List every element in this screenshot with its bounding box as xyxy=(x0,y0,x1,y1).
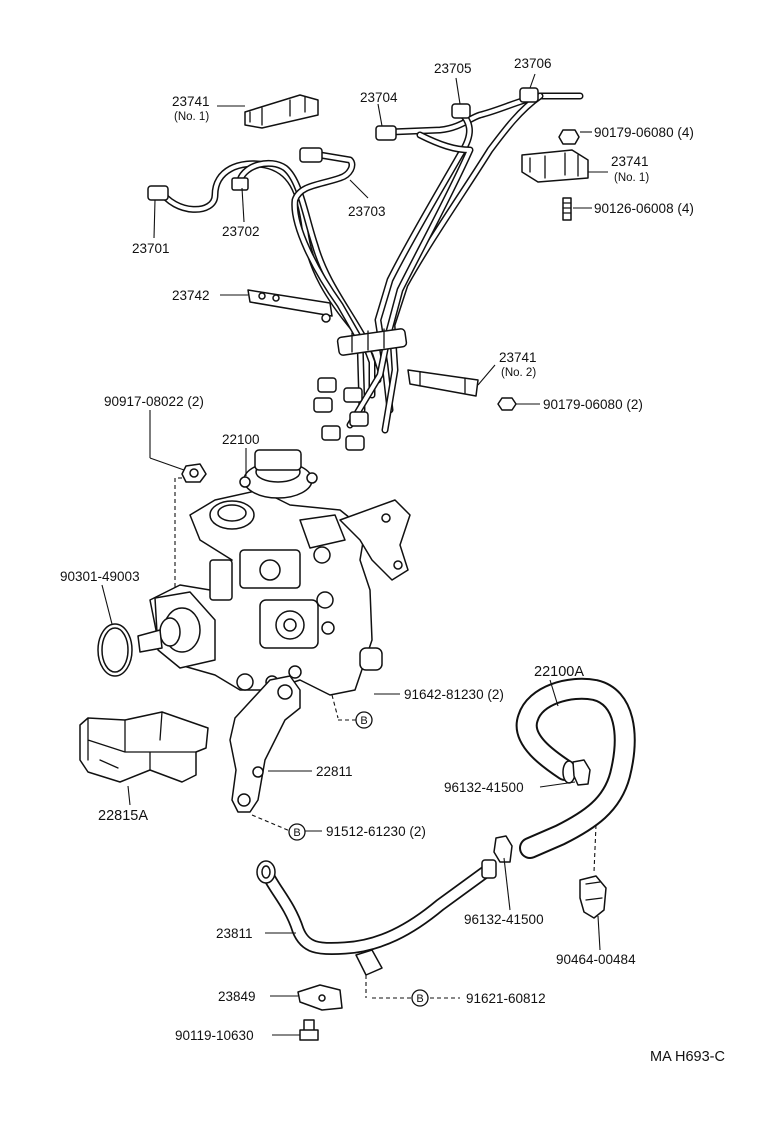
marker-b2-text: B xyxy=(293,827,300,839)
label-91642-81230-2: 91642-81230 (2) xyxy=(404,687,504,702)
label-23811: 23811 xyxy=(216,926,253,941)
nut-90179-06080-2 xyxy=(497,397,517,411)
label-23702: 23702 xyxy=(222,224,260,239)
o-ring-90301-49003 xyxy=(97,623,133,677)
marker-b1: B xyxy=(355,711,373,729)
clip-96132-41500-b xyxy=(493,835,513,863)
label-90917-08022-2: 90917-08022 (2) xyxy=(104,394,204,409)
injection-pump-22100 xyxy=(137,449,411,696)
grommet-90917-08022 xyxy=(181,463,207,483)
label-91621-60812: 91621-60812 xyxy=(466,991,546,1006)
tube-23811 xyxy=(256,859,497,976)
nut-90179-06080-4 xyxy=(558,129,580,145)
label-90179-06080-2: 90179-06080 (2) xyxy=(543,397,643,412)
pipe-fitting-23701 xyxy=(147,185,169,201)
label-23741-no1-top: 23741 xyxy=(172,94,210,109)
label-90126-06008-4: 90126-06008 (4) xyxy=(594,201,694,216)
label-23741-no1-right: 23741 xyxy=(611,154,649,169)
clip-96132-41500-a xyxy=(572,759,591,786)
bolt-90126-06008-4 xyxy=(562,197,572,221)
injection-pipe-bundle xyxy=(156,92,584,434)
label-23741-no1-right-note: (No. 1) xyxy=(614,172,649,184)
label-96132-41500-b: 96132-41500 xyxy=(464,912,544,927)
bolt-90119-10630 xyxy=(299,1019,319,1041)
clamp-23742 xyxy=(247,289,333,323)
label-96132-41500-a: 96132-41500 xyxy=(444,780,524,795)
leader-lines xyxy=(101,73,608,1036)
label-22815A: 22815A xyxy=(98,808,148,824)
bracket-22815A xyxy=(79,711,209,783)
clamp-23741-no2 xyxy=(407,369,479,397)
label-22100: 22100 xyxy=(222,432,260,447)
label-23703: 23703 xyxy=(348,204,386,219)
label-90119-10630: 90119-10630 xyxy=(175,1028,254,1043)
label-23741-no1-top-note: (No. 1) xyxy=(174,111,209,123)
label-23741-no2-note: (No. 2) xyxy=(501,367,536,379)
label-90301-49003: 90301-49003 xyxy=(60,569,140,584)
stay-22811 xyxy=(229,675,301,813)
label-90464-00484: 90464-00484 xyxy=(556,952,636,967)
label-23742: 23742 xyxy=(172,288,210,303)
label-91512-61230-2: 91512-61230 (2) xyxy=(326,824,426,839)
clamp-23741-no1-right xyxy=(521,149,589,183)
marker-b2: B xyxy=(288,823,306,841)
pipe-fitting-23702 xyxy=(231,177,249,191)
pipe-end-nuts xyxy=(313,377,369,451)
label-23705: 23705 xyxy=(434,61,472,76)
label-23741-no2: 23741 xyxy=(499,350,537,365)
pipe-fitting-23706 xyxy=(519,87,539,103)
label-23706: 23706 xyxy=(514,56,552,71)
clamp-23741-no1-top xyxy=(244,94,319,129)
marker-b3-text: B xyxy=(416,993,423,1005)
label-22100A: 22100A xyxy=(534,664,584,680)
label-23849: 23849 xyxy=(218,989,256,1004)
clamp-90464-00484 xyxy=(579,875,607,919)
pipe-fitting-23703 xyxy=(299,147,323,163)
label-23704: 23704 xyxy=(360,90,398,105)
label-23701: 23701 xyxy=(132,241,170,256)
dashed-guide-lines xyxy=(174,477,597,999)
marker-b1-text: B xyxy=(360,715,367,727)
label-90179-06080-4: 90179-06080 (4) xyxy=(594,125,694,140)
pipe-fitting-23704 xyxy=(375,125,397,141)
marker-b3: B xyxy=(411,989,429,1007)
part-labels: 23741 (No. 1) 23704 23705 23706 90179-06… xyxy=(60,56,694,1043)
diagram-code: MA H693-C xyxy=(650,1049,725,1065)
label-22811: 22811 xyxy=(316,764,353,779)
pipe-fitting-23705 xyxy=(451,103,471,119)
bracket-23849 xyxy=(297,984,343,1011)
